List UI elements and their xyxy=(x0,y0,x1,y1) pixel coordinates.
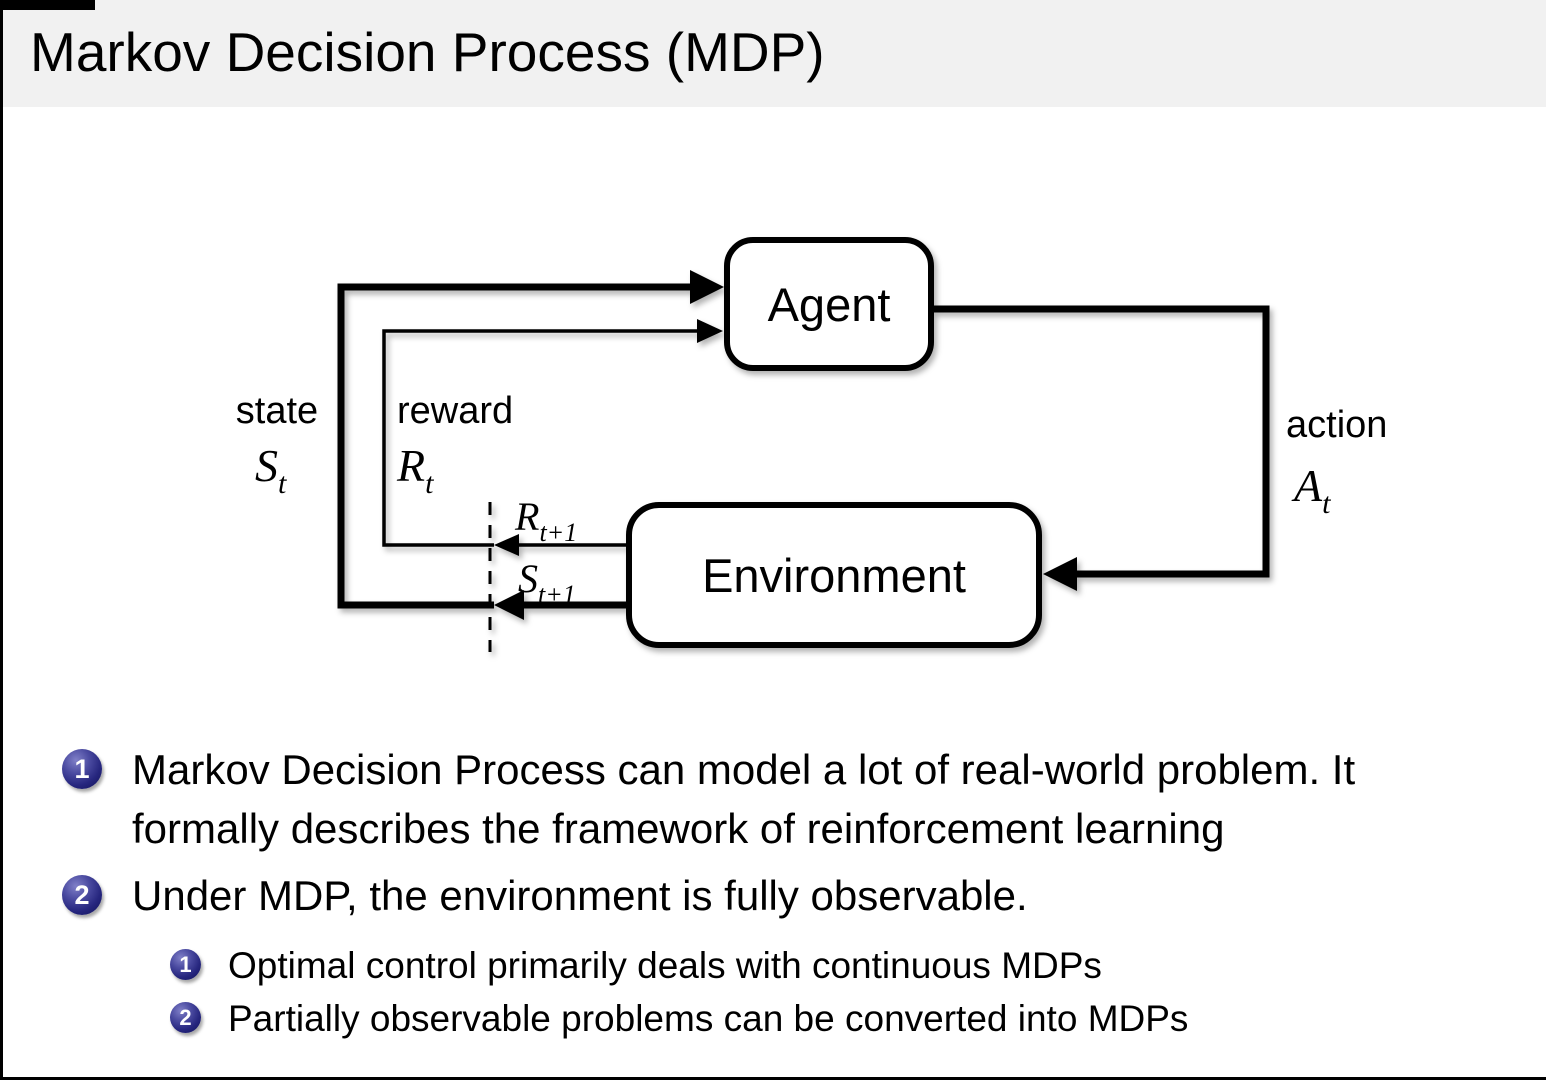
state-symbol-letter: S xyxy=(255,440,278,491)
action-symbol-subscript: t xyxy=(1322,487,1331,520)
next-reward-subscript: t+1 xyxy=(539,518,577,547)
enumeration-ball-1: 1 xyxy=(62,749,102,789)
environment-label: Environment xyxy=(702,549,966,602)
next-reward-letter: R xyxy=(514,494,539,539)
action-loop-line xyxy=(931,305,1270,578)
list-item-text: Under MDP, the environment is fully obse… xyxy=(132,872,1028,919)
sub-list-item: 2 Partially observable problems can be c… xyxy=(170,992,1506,1045)
sub-list-item: 1 Optimal control primarily deals with c… xyxy=(170,939,1506,992)
sub-list-item-text: Partially observable problems can be con… xyxy=(228,998,1189,1039)
state-symbol: St xyxy=(255,440,287,500)
next-reward-symbol: Rt+1 xyxy=(514,494,577,547)
bullet-list: 1 Markov Decision Process can model a lo… xyxy=(62,740,1506,1045)
sub-enumeration-ball-1: 1 xyxy=(170,949,201,980)
next-state-symbol: St+1 xyxy=(518,556,576,609)
agent-label: Agent xyxy=(768,278,891,331)
list-item: 2 Under MDP, the environment is fully ob… xyxy=(62,866,1506,925)
action-arrowhead-into-environment-icon xyxy=(1043,557,1077,591)
next-state-subscript: t+1 xyxy=(538,580,576,609)
list-item: 1 Markov Decision Process can model a lo… xyxy=(62,740,1506,858)
action-symbol-letter: A xyxy=(1291,460,1323,511)
state-word-label: state xyxy=(236,390,318,432)
state-symbol-subscript: t xyxy=(278,467,287,500)
title-bar: Markov Decision Process (MDP) xyxy=(0,0,1546,107)
next-state-arrowhead-icon xyxy=(494,590,524,620)
sub-bullet-list: 1 Optimal control primarily deals with c… xyxy=(170,939,1506,1045)
slide-bottom-border xyxy=(0,1077,1546,1080)
agent-box xyxy=(724,237,934,371)
page-title: Markov Decision Process (MDP) xyxy=(30,21,825,83)
next-state-letter: S xyxy=(518,556,538,601)
environment-box xyxy=(626,502,1042,648)
state-arrowhead-into-agent-icon xyxy=(690,270,724,304)
reward-arrowhead-into-agent-icon xyxy=(697,319,723,343)
reward-symbol-subscript: t xyxy=(425,467,434,500)
window-edge-artifact xyxy=(0,0,95,10)
sub-enumeration-ball-2: 2 xyxy=(170,1002,201,1033)
reward-symbol-letter: R xyxy=(396,440,425,491)
reward-symbol: Rt xyxy=(396,440,434,500)
sub-list-item-text: Optimal control primarily deals with con… xyxy=(228,945,1102,986)
reward-word-label: reward xyxy=(397,390,513,432)
enumeration-ball-2: 2 xyxy=(62,875,102,915)
reward-loop-line xyxy=(382,329,700,547)
slide-left-border xyxy=(0,0,3,1080)
state-loop-line xyxy=(337,283,692,609)
action-symbol: At xyxy=(1291,460,1331,520)
action-word-label: action xyxy=(1286,404,1387,446)
list-item-text: Markov Decision Process can model a lot … xyxy=(132,746,1356,852)
next-reward-arrowhead-icon xyxy=(494,534,519,556)
